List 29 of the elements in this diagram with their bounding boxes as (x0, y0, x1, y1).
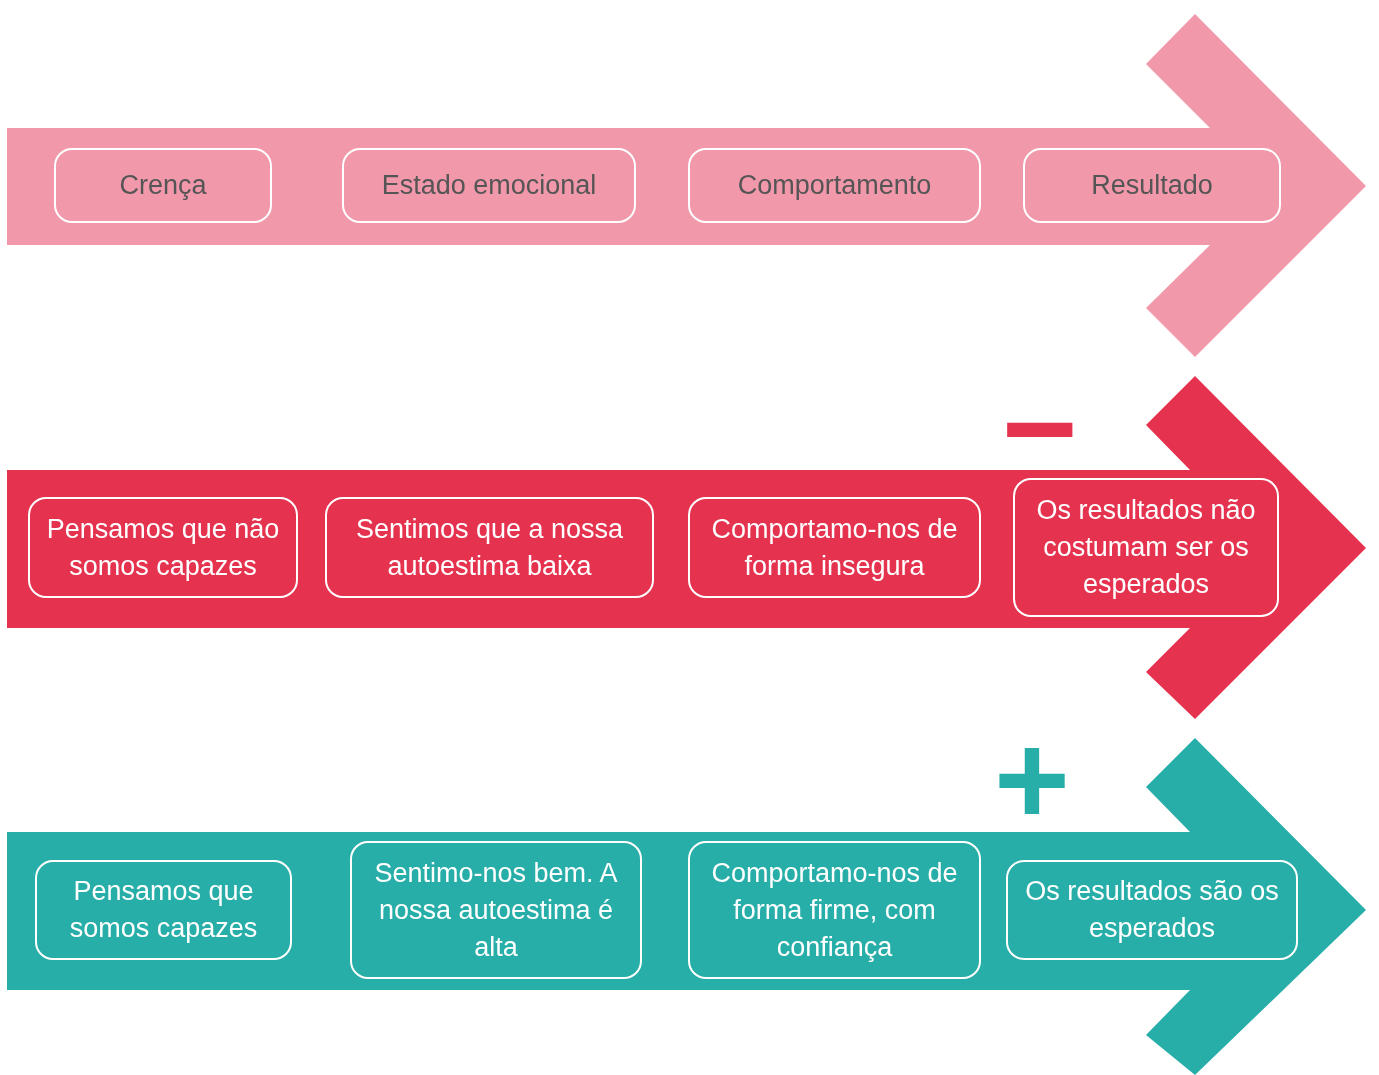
step-text: Comportamo-nos de forma firme, com confiança (710, 856, 959, 964)
step-text: Crença (119, 169, 207, 202)
step-box (54, 148, 272, 223)
step-box (342, 148, 636, 223)
step-box (28, 497, 298, 598)
step-text: Sentimo-nos bem. A nossa autoestima é alta (373, 856, 619, 964)
arrow-band (7, 738, 1366, 1075)
step-box (325, 497, 654, 598)
minus-sign: − (1002, 363, 1078, 493)
step-box (35, 860, 292, 960)
step-text: Estado emocional (381, 169, 597, 202)
step-text: Comportamo-nos de forma insegura (710, 512, 959, 583)
step-text: Comportamento (737, 169, 932, 202)
step-box (688, 497, 981, 598)
step-text: Pensamos que não somos capazes (45, 512, 281, 583)
step-box (688, 841, 981, 979)
step-box (1013, 478, 1279, 617)
step-box (1023, 148, 1281, 223)
step-text: Os resultados não costumam ser os esperados (1035, 494, 1257, 601)
plus-sign: + (994, 714, 1070, 844)
step-box (350, 841, 642, 979)
step-text: Sentimos que a nossa autoestima baixa (354, 512, 625, 583)
step-box (1006, 860, 1298, 960)
step-box (688, 148, 981, 223)
arrow-band (7, 376, 1366, 719)
step-text: Os resultados são os esperados (1024, 875, 1280, 945)
step-text: Pensamos que somos capazes (68, 875, 259, 945)
arrow-band (7, 14, 1366, 357)
step-text: Resultado (1091, 169, 1213, 202)
